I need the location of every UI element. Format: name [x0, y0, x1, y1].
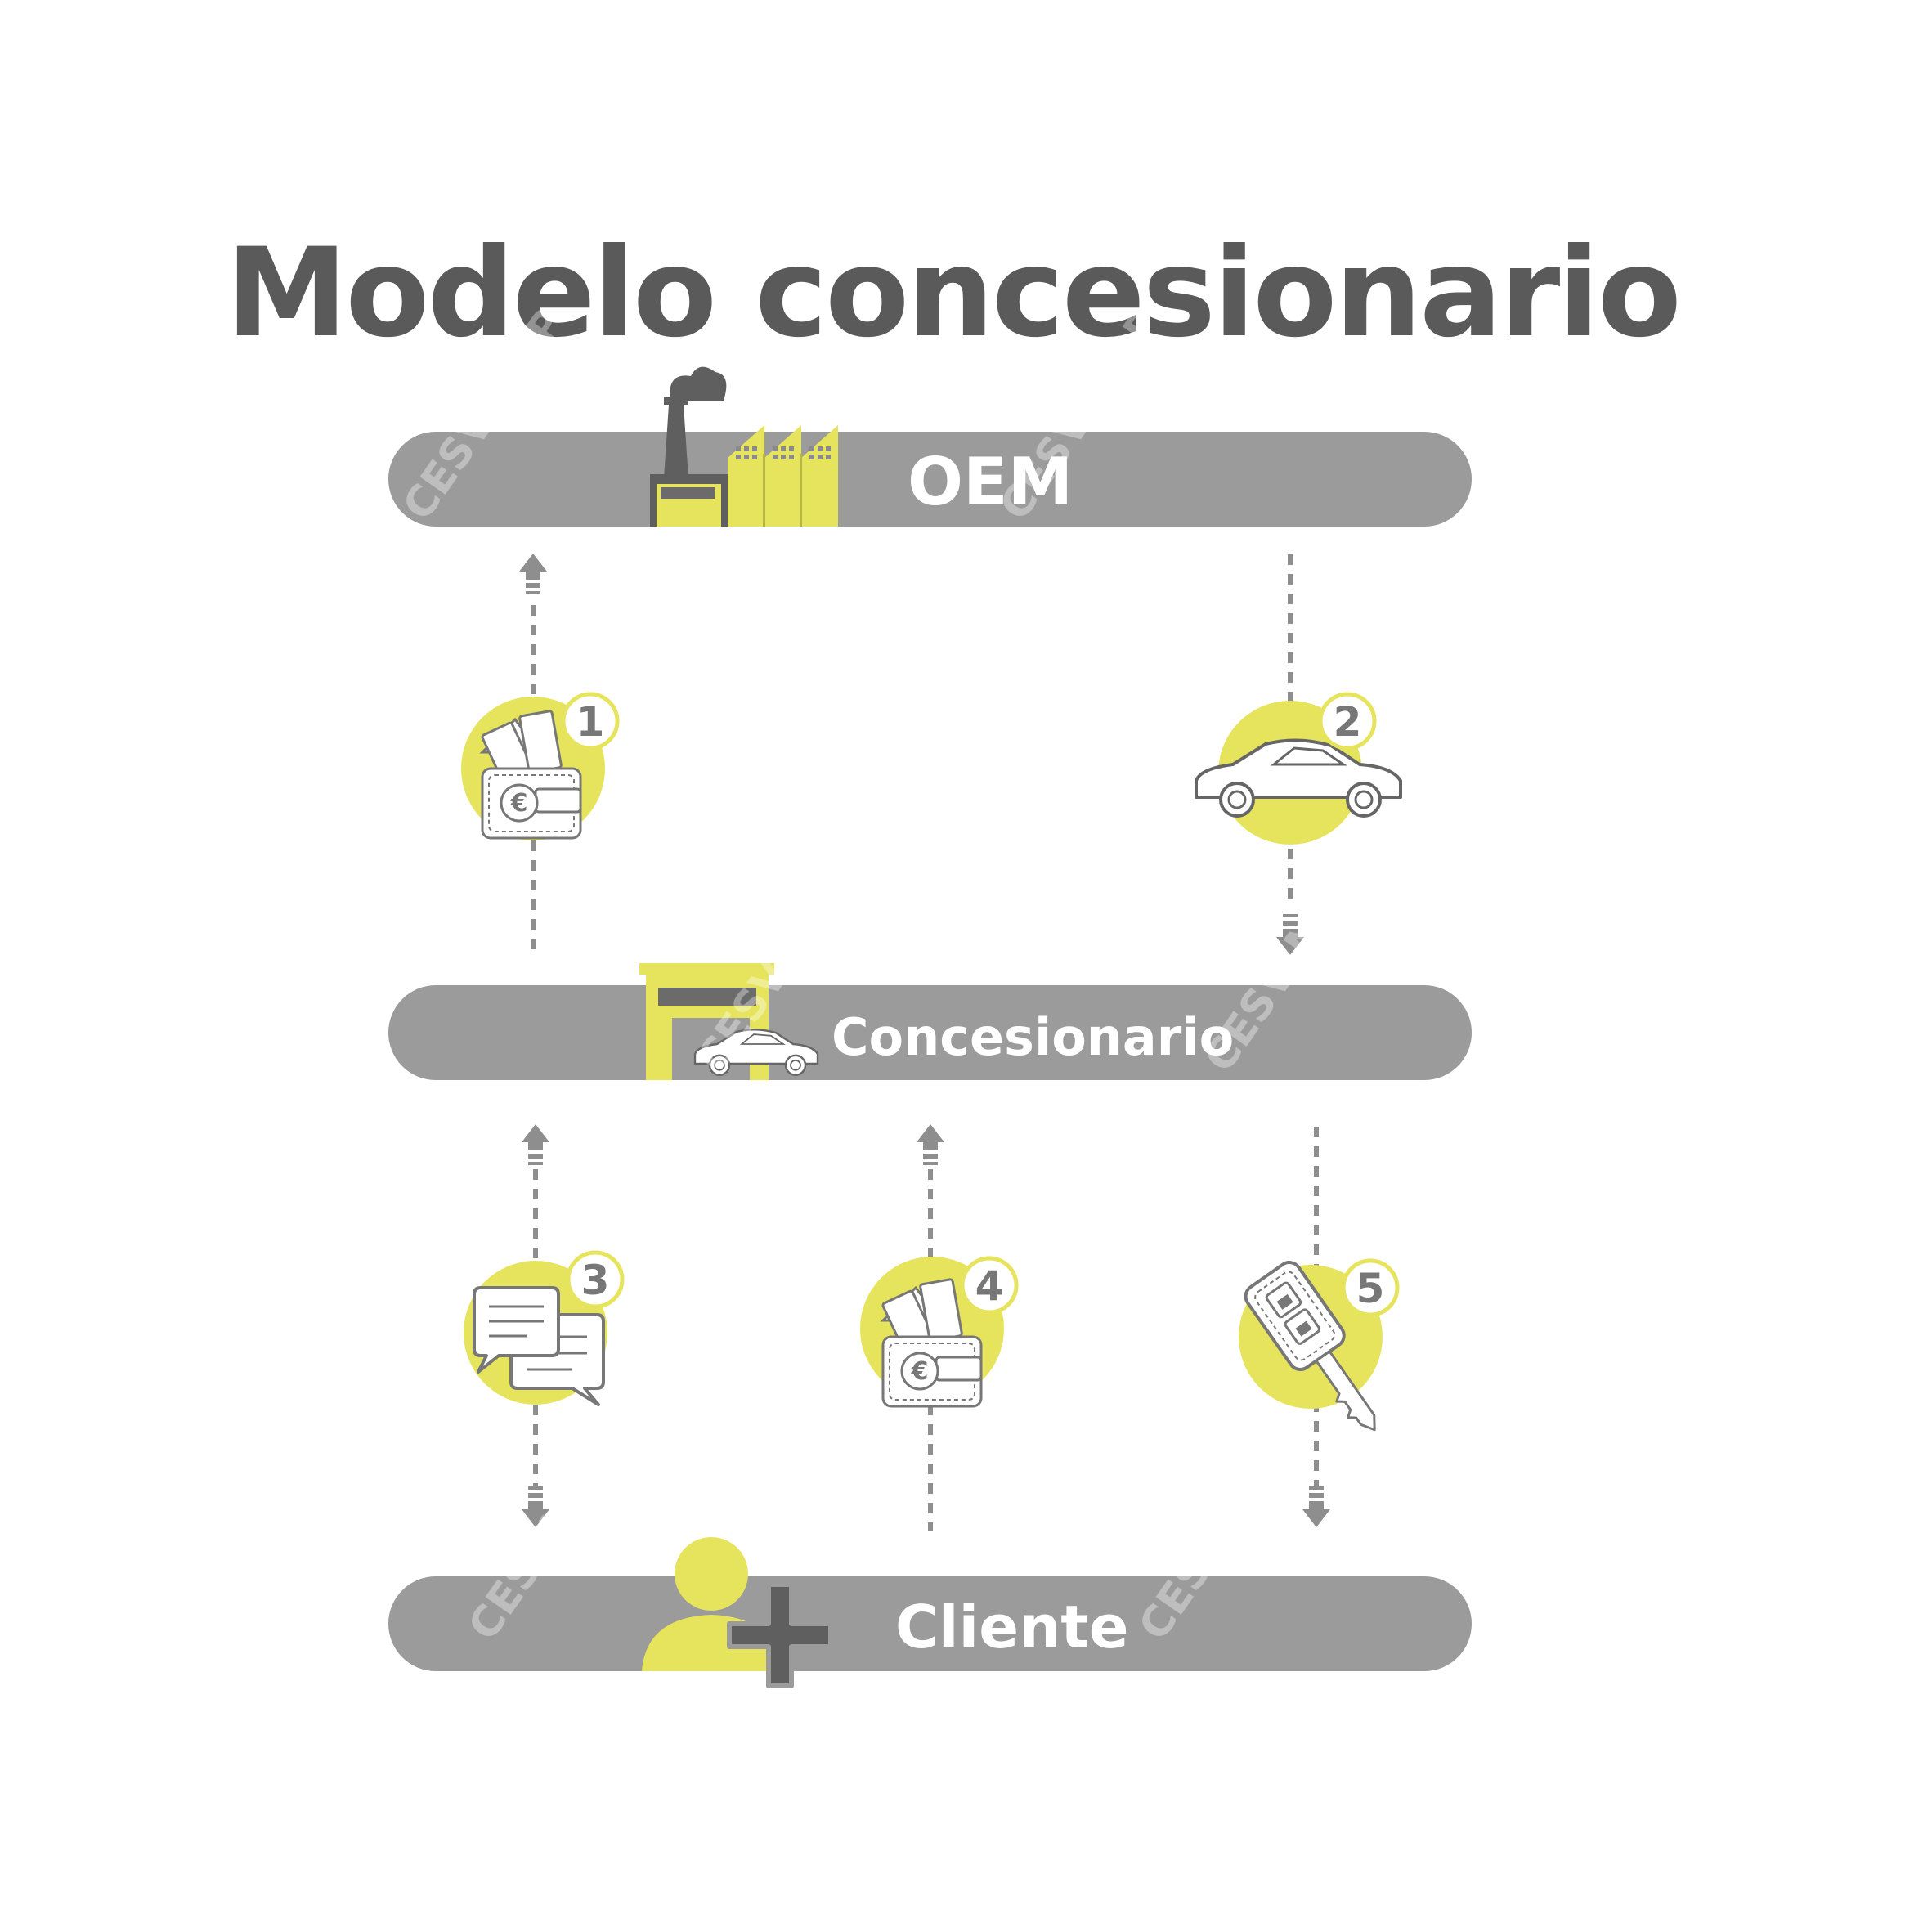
step-2: 2 [1195, 692, 1402, 845]
client-bar: Cliente [388, 1537, 1472, 1688]
step-3: 3 [464, 1250, 625, 1406]
step-number: 2 [1334, 698, 1362, 746]
step-number: 3 [581, 1257, 610, 1304]
step-number: 5 [1356, 1265, 1385, 1312]
step-5: 5 [1239, 1258, 1400, 1432]
dealer-bar: Concesionario [388, 963, 1472, 1080]
add-user-icon [642, 1537, 833, 1688]
car-key-icon [1244, 1261, 1376, 1432]
page-title: Modelo concesionario [226, 222, 1679, 365]
oem-label: OEM [908, 444, 1073, 520]
step-number: 1 [576, 698, 605, 746]
dealer-label: Concesionario [832, 1007, 1234, 1067]
oem-bar: OEM [388, 366, 1472, 527]
step-4: 4 [860, 1256, 1019, 1408]
chat-icon [473, 1286, 605, 1406]
dealership-icon [639, 963, 819, 1080]
client-label: Cliente [895, 1593, 1129, 1661]
step-number: 4 [975, 1262, 1004, 1310]
step-1: 1 [461, 692, 620, 840]
factory-icon [650, 366, 838, 527]
